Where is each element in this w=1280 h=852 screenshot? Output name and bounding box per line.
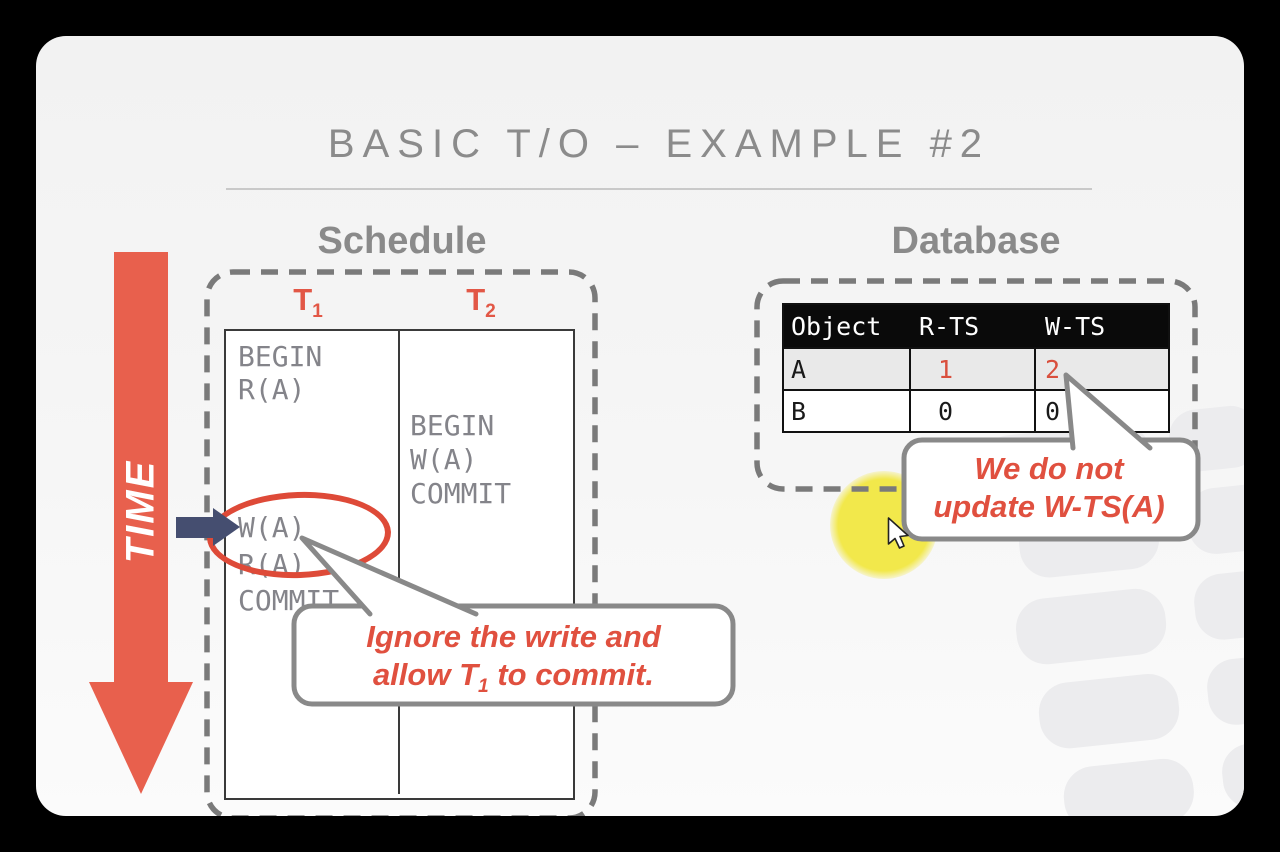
cell-b-rts: 0 <box>911 391 1036 431</box>
time-arrow-shaft <box>114 252 168 684</box>
schedule-heading: Schedule <box>317 220 487 262</box>
t1-op-write: W(A) <box>238 511 306 544</box>
wts-callout-text: We do not update W-TS(A) <box>933 451 1165 524</box>
cell-a-object: A <box>784 349 911 389</box>
slide-canvas: BASIC T/O – EXAMPLE #2 TIME Schedule T1 … <box>36 36 1244 816</box>
wts-callout-bubble <box>901 372 1201 542</box>
t1-op-begin: BEGIN <box>238 340 323 373</box>
current-op-arrow-head <box>213 508 240 546</box>
cell-a-wts: 2 <box>1045 354 1061 384</box>
cell-b-object: B <box>784 391 911 431</box>
t1-op-read2: R(A) <box>238 548 306 581</box>
cell-b-wts: 0 <box>1045 396 1061 426</box>
header-r-ts: R-TS <box>911 305 1036 347</box>
slide-title: BASIC T/O – EXAMPLE #2 <box>327 122 991 166</box>
schedule-dashed-box <box>204 269 598 816</box>
transaction-1-label: T1 <box>293 282 323 323</box>
transaction-2-label: T2 <box>466 282 496 323</box>
cell-a-rts: 1 <box>911 349 1036 389</box>
schedule-table <box>224 329 575 800</box>
time-arrow-head <box>89 682 193 794</box>
time-arrow-label: TIME <box>118 459 163 563</box>
timestamp-table-header-row: Object R-TS W-TS <box>784 305 1168 347</box>
schedule-column-divider <box>398 331 400 794</box>
table-row-b: B 0 0 <box>784 389 1168 431</box>
t2-op-commit: COMMIT <box>410 477 512 510</box>
mouse-cursor-icon[interactable] <box>887 517 913 551</box>
header-object: Object <box>784 305 911 347</box>
database-heading: Database <box>891 220 1061 262</box>
t2-op-write: W(A) <box>410 443 478 476</box>
t1-op-read: R(A) <box>238 373 306 406</box>
table-row-a: A 1 2 <box>784 347 1168 389</box>
ignore-callout-text: Ignore the write and allow T1 to commit. <box>366 619 661 698</box>
current-op-arrow-shaft <box>176 517 213 538</box>
ignore-callout-bubble <box>291 535 736 707</box>
title-underline <box>226 188 1092 190</box>
t2-op-begin: BEGIN <box>410 409 495 442</box>
header-w-ts: W-TS <box>1045 311 1106 341</box>
